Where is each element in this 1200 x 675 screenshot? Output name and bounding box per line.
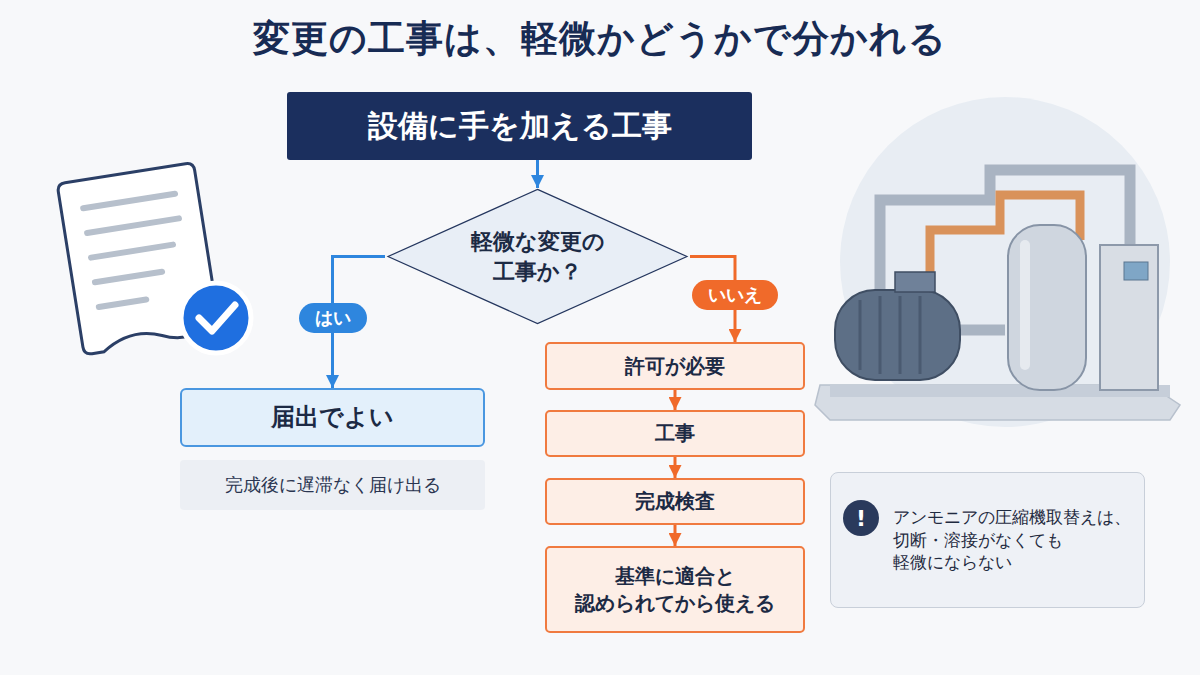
node-text: 設備に手を加える工事 xyxy=(368,106,672,147)
illustration-part xyxy=(91,245,173,258)
node-text: 完成後に遅滞なく届け出る xyxy=(225,473,441,497)
diamond-shape xyxy=(388,189,687,323)
note-box: 完成後に遅滞なく届け出る xyxy=(180,460,485,510)
result-box: 届出でよい xyxy=(180,388,485,447)
illustration-part xyxy=(87,218,179,233)
check-badge xyxy=(181,283,251,353)
process-box: 完成検査 xyxy=(545,478,805,525)
yes-label: はい xyxy=(299,303,367,333)
flow-arrow xyxy=(536,160,539,188)
illustration-part xyxy=(95,272,162,283)
node-text: アンモニアの圧縮機取替えは、 切断・溶接がなくても 軽微にならない xyxy=(893,506,1134,575)
no-label: いいえ xyxy=(692,280,778,310)
diamond-outline xyxy=(385,188,690,325)
illustration-part xyxy=(879,296,882,374)
illustration-part xyxy=(919,296,922,374)
illustration-part xyxy=(1100,245,1158,390)
illustration-part xyxy=(1020,240,1030,370)
warning-icon: ! xyxy=(843,500,879,536)
node-text: 軽微な変更の 工事か？ xyxy=(455,227,620,286)
illustration-part xyxy=(199,305,235,331)
node-text: 許可が必要 xyxy=(625,353,725,380)
node-text: 基準に適合と 認められてから使える xyxy=(561,563,789,617)
start-box: 設備に手を加える工事 xyxy=(287,92,752,160)
flow-arrow xyxy=(674,457,677,478)
decision-diamond: 軽微な変更の 工事か？ xyxy=(385,188,690,325)
illustration-part xyxy=(835,290,960,380)
illustration-part xyxy=(99,300,146,308)
illustration-part xyxy=(83,194,175,209)
illustration-part xyxy=(1008,225,1086,390)
compressor-illustration xyxy=(815,97,1180,427)
title: 変更の工事は、軽微かどうかで分かれる xyxy=(0,14,1200,64)
node-text: 届出でよい xyxy=(271,401,394,433)
process-box: 工事 xyxy=(545,410,805,457)
flow-arrow xyxy=(674,525,677,546)
illustration-part xyxy=(1124,262,1148,280)
node-text: 工事 xyxy=(655,420,695,447)
process-box: 基準に適合と 認められてから使える xyxy=(545,546,805,633)
illustration-part xyxy=(859,300,862,370)
warning-note: アンモニアの圧縮機取替えは、 切断・溶接がなくても 軽微にならない xyxy=(830,472,1145,608)
illustration-part xyxy=(899,296,902,374)
illustration-part xyxy=(181,283,251,353)
process-box: 許可が必要 xyxy=(545,342,805,390)
illustration-part xyxy=(960,325,1005,336)
flow-arrow xyxy=(674,390,677,410)
node-text: 完成検査 xyxy=(635,488,715,515)
illustration-part xyxy=(895,272,935,292)
